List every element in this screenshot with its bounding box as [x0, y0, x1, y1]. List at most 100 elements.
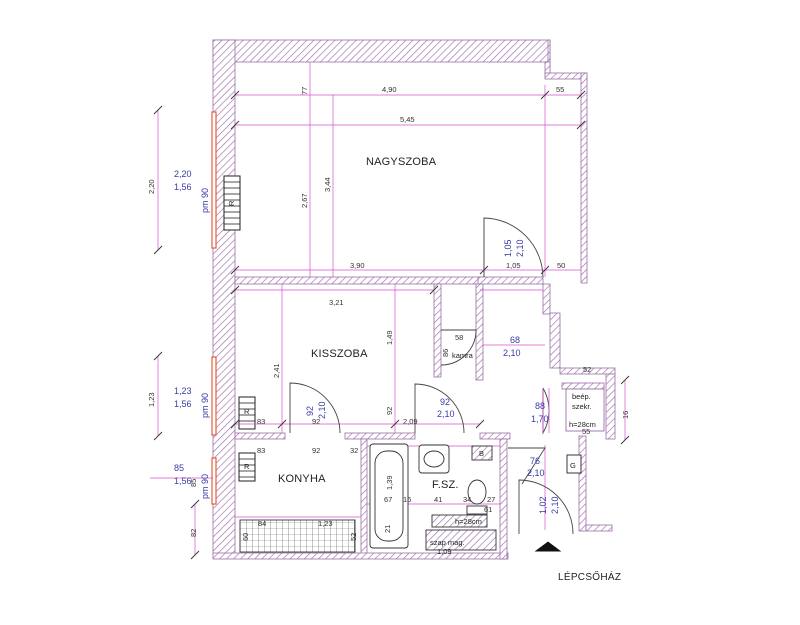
room-nagyszoba: NAGYSZOBA: [366, 156, 437, 168]
room-kisszoba: KISSZOBA: [311, 348, 368, 360]
door-beep-h: 1,70: [531, 414, 549, 424]
boiler-icon: [471, 445, 493, 461]
dim-60: 60: [241, 533, 250, 541]
stair-arrow-icon: [534, 541, 562, 552]
radiator-icon: [238, 452, 256, 482]
radiators: R R R: [223, 175, 256, 482]
window-konyha-pm: pm 90: [200, 474, 210, 499]
door-entry: [518, 479, 574, 535]
stairwell-label: LÉPCSŐHÁZ: [558, 569, 621, 583]
dim-84: 84: [258, 519, 266, 528]
dim-52b: 52: [349, 533, 358, 541]
door-kis-w: 92: [305, 406, 315, 416]
window-konyha-width: 1,56: [174, 476, 192, 486]
windows: [211, 111, 217, 505]
radiator-label: R: [244, 462, 250, 471]
gas-label: G: [570, 461, 576, 470]
dim-390: 3,90: [350, 261, 365, 270]
dim-490: 4,90: [382, 85, 397, 94]
dim-123: 1,23: [318, 519, 333, 528]
dim-344: 3,44: [323, 177, 332, 192]
door-nagy-w: 1,05: [503, 239, 513, 257]
dim-209: 2,09: [403, 417, 418, 426]
room-fsz: F.SZ.: [432, 479, 459, 491]
door-nagy-h: 2,10: [515, 239, 525, 257]
window-nagy-pm: pm 90: [200, 188, 210, 213]
window-nagy-side: 2,20: [147, 179, 156, 194]
door-kisszoba: [289, 382, 341, 434]
radiator-label: R: [244, 407, 250, 416]
window-kis-side: 1,23: [147, 392, 156, 407]
dim-21: 21: [383, 525, 392, 533]
dim-139: 1,39: [385, 475, 394, 490]
dim-67: 67: [384, 495, 392, 504]
dim-32: 32: [350, 446, 358, 455]
door-kamra-h: 2,10: [503, 348, 521, 358]
dim-92a: 92: [385, 407, 394, 415]
room-konyha: KONYHA: [278, 473, 326, 485]
window-konyha-side: 85: [189, 479, 198, 487]
door-beep-w: 88: [535, 401, 545, 411]
dim-92d: 92: [312, 446, 320, 455]
door-kis-h: 2,10: [317, 401, 327, 419]
door-fsz-top: [414, 383, 465, 434]
room-szekr: szekr.: [572, 402, 592, 411]
dim-41: 41: [434, 495, 442, 504]
dim-27: 27: [487, 495, 495, 504]
dim-83a: 83: [257, 417, 265, 426]
door-fsz-h: 2,10: [437, 409, 455, 419]
dim-szap: szap mag.: [430, 538, 465, 547]
dim-52: 52: [583, 365, 591, 374]
dim-50: 50: [557, 261, 565, 270]
door-entry-h: 2,10: [550, 496, 560, 514]
door-fsz2: [508, 447, 546, 485]
window-kis-pm: pm 90: [200, 393, 210, 418]
walls: [212, 39, 616, 560]
dim-267: 2,67: [300, 193, 309, 208]
radiator-icon: [223, 175, 241, 231]
door-fsz2-w: 76: [530, 456, 540, 466]
boiler-label: B: [479, 449, 484, 458]
dim-28cm-b: h=28cm: [455, 517, 482, 526]
dim-16b: 16: [403, 495, 411, 504]
dim-34: 34: [463, 495, 471, 504]
dim-241: 2,41: [272, 363, 281, 378]
door-entry-w: 1,02: [538, 496, 548, 514]
door-nagyszoba: [483, 217, 544, 278]
window-kis-width: 1,56: [174, 399, 192, 409]
door-fsz2-h: 2,10: [527, 468, 545, 478]
room-beep: beép.: [572, 392, 591, 401]
door-fsz-w: 92: [440, 397, 450, 407]
dim-109: 1,09: [437, 547, 452, 556]
door-kamra-w: 68: [510, 335, 520, 345]
door-kamra: [440, 329, 477, 366]
radiator-label: R: [227, 200, 236, 206]
dim-55-right: 55: [582, 427, 590, 436]
dim-321: 3,21: [329, 298, 344, 307]
dim-61: 61: [484, 505, 492, 514]
dim-55-top: 55: [556, 85, 564, 94]
window-nagy-width: 1,56: [174, 182, 192, 192]
window-nagy-height: 2,20: [174, 169, 192, 179]
dim-545: 5,45: [400, 115, 415, 124]
room-kamra: kamra: [452, 351, 474, 360]
kitchen-counter: [239, 519, 356, 553]
dim-58: 58: [455, 333, 463, 342]
window-konyha-height: 85: [174, 463, 184, 473]
toilet: [467, 479, 487, 505]
window-kis-height: 1,23: [174, 386, 192, 396]
dim-92c: 92: [312, 417, 320, 426]
dim-86: 86: [441, 349, 450, 357]
dim-83b: 83: [257, 446, 265, 455]
dim-149: 1,49: [385, 330, 394, 345]
door-swings: [289, 217, 574, 535]
gas-meter-icon: [566, 454, 582, 474]
dim-105: 1,05: [506, 261, 521, 270]
dim-16: 16: [621, 411, 630, 419]
fixtures: [239, 388, 605, 553]
dim-28cm: h=28cm: [569, 420, 596, 429]
window-konyha-bottom: 82: [189, 529, 198, 537]
dimension-lines: [150, 62, 626, 555]
dim-77: 77: [300, 87, 309, 95]
